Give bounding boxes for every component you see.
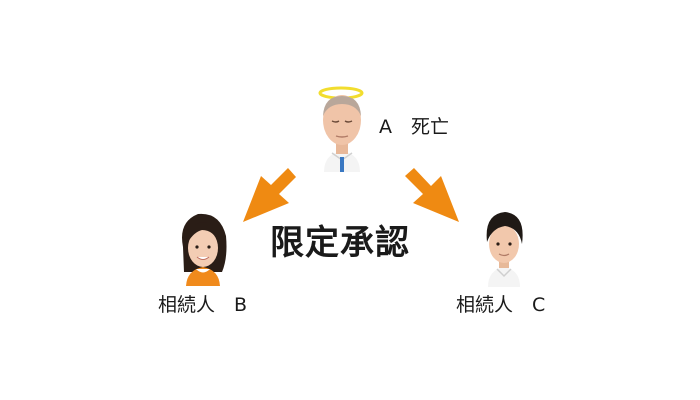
arrow-to-heir-c xyxy=(405,168,459,222)
diagram-title: 限定承認 xyxy=(270,223,410,263)
person-a-portrait xyxy=(318,86,364,172)
person-b-label: 相続人 B xyxy=(158,294,248,316)
person-a-label: A 死亡 xyxy=(379,116,449,138)
person-b-portrait xyxy=(182,213,227,286)
arrow-to-heir-b xyxy=(243,168,296,222)
person-c-portrait xyxy=(486,212,523,287)
person-c-label: 相続人 C xyxy=(456,294,546,316)
